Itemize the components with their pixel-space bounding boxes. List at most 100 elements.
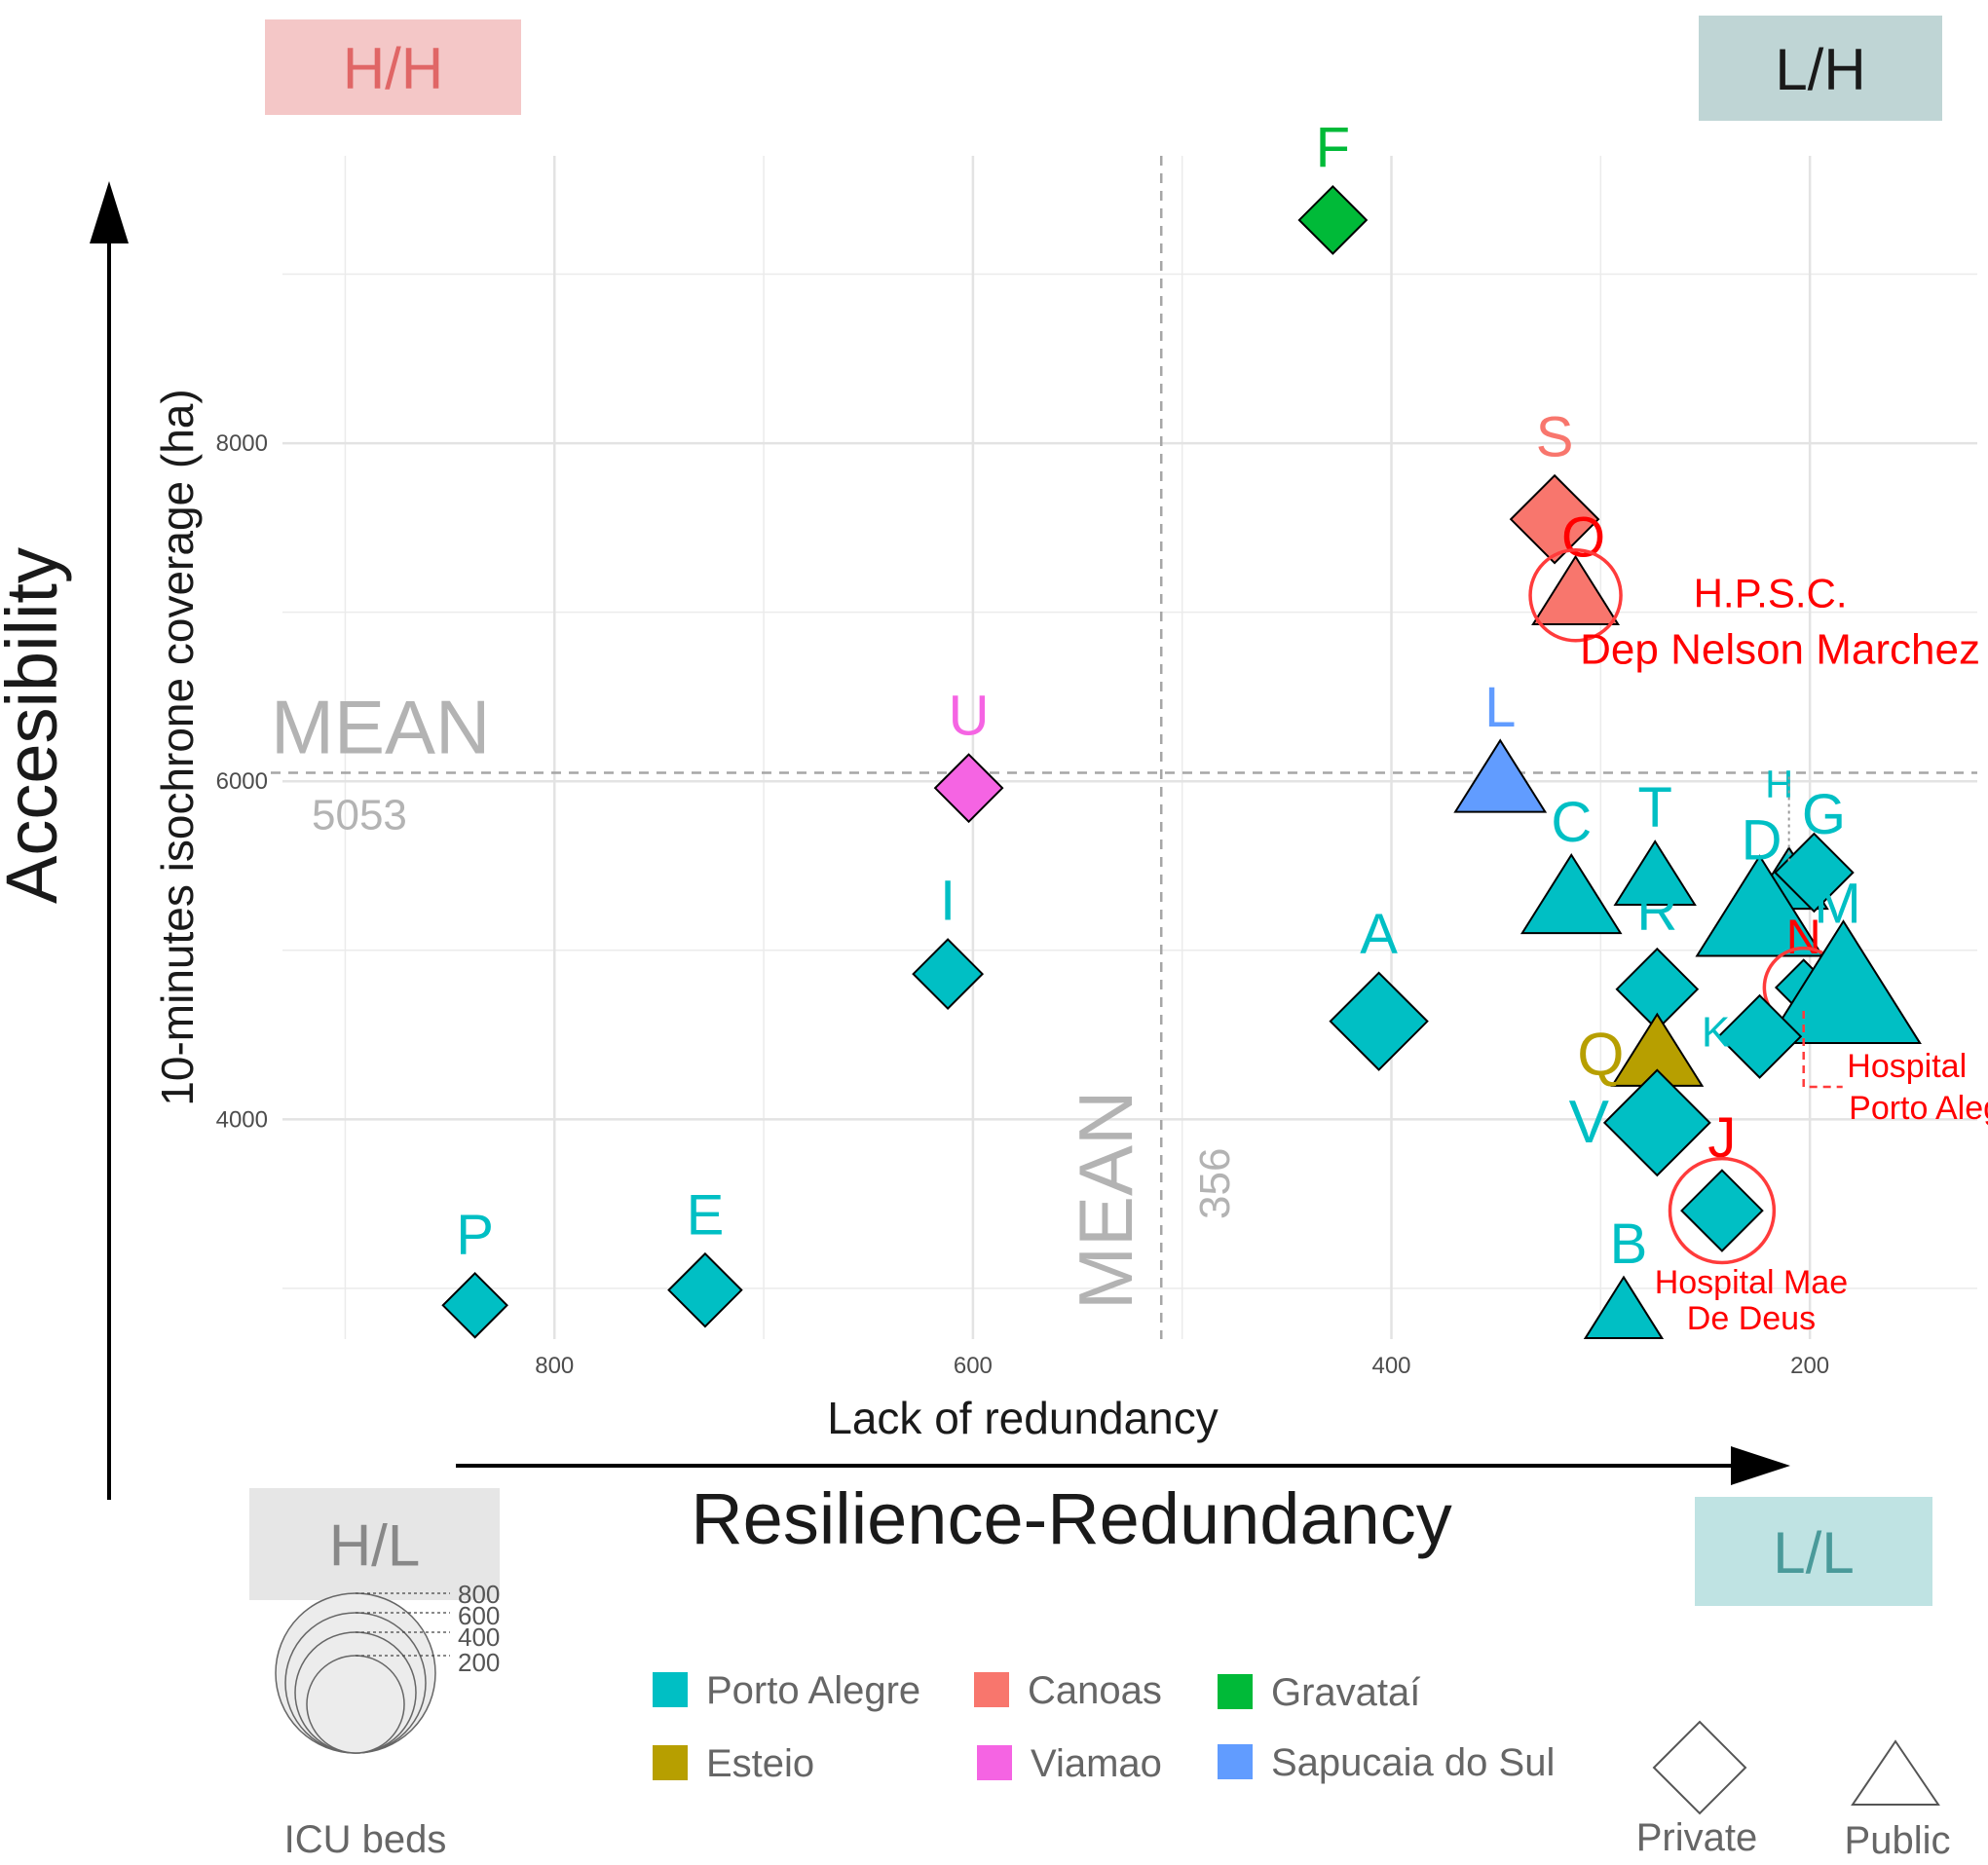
point-O-triangle xyxy=(1531,554,1621,626)
point-label-A: A xyxy=(1360,903,1398,966)
point-label-M: M xyxy=(1814,872,1860,935)
quadrant-label: H/L xyxy=(329,1513,420,1579)
legend-public-label: Public xyxy=(1845,1819,1951,1860)
legend-city-label: Canoas xyxy=(1028,1669,1162,1712)
highlight-ring-J xyxy=(1668,1156,1777,1265)
point-label-F: F xyxy=(1316,116,1350,179)
point-B-triangle xyxy=(1583,1275,1665,1340)
legend-swatch-5 xyxy=(1218,1744,1253,1779)
legend-city-label: Sapucaia do Sul xyxy=(1271,1741,1555,1784)
quadrant-box xyxy=(265,19,521,115)
legend-city-label: Porto Alegre xyxy=(706,1669,920,1712)
point-L-triangle xyxy=(1453,738,1548,813)
x-tick-label: 800 xyxy=(535,1353,574,1379)
legend-swatch-1 xyxy=(974,1672,1009,1707)
x-tick-label: 400 xyxy=(1371,1353,1410,1379)
point-T-triangle xyxy=(1613,839,1697,907)
annotation-porto-alegre: Porto Alegre xyxy=(1849,1090,1988,1127)
point-P-diamond xyxy=(441,1271,508,1339)
point-label-K: K xyxy=(1702,1008,1730,1056)
point-label-Q: Q xyxy=(1577,1021,1624,1088)
point-label-G: G xyxy=(1802,783,1846,846)
point-J-diamond xyxy=(1680,1169,1764,1252)
point-K-diamond xyxy=(1717,993,1803,1079)
point-label-N: N xyxy=(1786,910,1821,964)
legend-triangle-icon xyxy=(1851,1739,1940,1806)
point-A-diamond xyxy=(1329,971,1429,1071)
point-label-V: V xyxy=(1569,1089,1610,1156)
legend-swatch-2 xyxy=(1218,1674,1253,1709)
legend-city-label: Esteio xyxy=(706,1742,814,1785)
point-label-L: L xyxy=(1484,676,1516,739)
y-tick-label: 4000 xyxy=(216,1106,268,1133)
point-U-diamond xyxy=(933,753,1004,824)
y-arrow-head xyxy=(90,181,129,243)
annotation-hospital: Hospital xyxy=(1847,1048,1967,1085)
x-tick-label: 600 xyxy=(954,1353,993,1379)
annotation-dep-nelson: Dep Nelson Marchez xyxy=(1580,625,1980,673)
point-label-R: R xyxy=(1636,878,1677,942)
x-axis-title: Lack of redundancy xyxy=(827,1393,1219,1443)
point-label-T: T xyxy=(1637,776,1671,839)
quadrant-box xyxy=(1699,16,1942,121)
legend-diamond-icon xyxy=(1652,1720,1747,1815)
size-legend-value: 600 xyxy=(458,1601,500,1630)
size-legend-value: 400 xyxy=(458,1623,500,1652)
quadrant-label: H/H xyxy=(343,36,443,101)
outer-y-label: Accesibility xyxy=(0,547,72,904)
point-label-C: C xyxy=(1551,791,1592,854)
point-I-diamond xyxy=(912,938,985,1011)
point-label-I: I xyxy=(940,870,956,933)
mean-x-value: 356 xyxy=(1191,1148,1239,1219)
mean-x-label: MEAN xyxy=(1063,1091,1148,1310)
size-legend-circle xyxy=(306,1655,405,1754)
quadrant-box xyxy=(1695,1497,1932,1606)
annotation-leader-n xyxy=(1802,1010,1843,1089)
quadrant-label: L/H xyxy=(1775,37,1865,102)
annotations: H.P.S.C. Dep Nelson MarchezHospitalPorto … xyxy=(1580,570,1988,1337)
size-legend-value: 200 xyxy=(458,1648,500,1677)
mean-y-label: MEAN xyxy=(271,685,490,770)
y-axis-title: 10-minutes isochrone coverage (ha) xyxy=(152,389,203,1105)
legend-swatch-3 xyxy=(653,1745,688,1780)
point-M-triangle xyxy=(1765,919,1922,1045)
legend-swatch-4 xyxy=(977,1745,1012,1780)
point-D-triangle xyxy=(1695,854,1824,957)
annotation-de-deus: De Deus xyxy=(1687,1300,1816,1337)
outer-x-label: Resilience-Redundancy xyxy=(691,1478,1452,1559)
quadrant-box xyxy=(249,1488,500,1600)
quadrant-labels: H/H L/H H/L L/L xyxy=(249,16,1942,1606)
point-C-triangle xyxy=(1520,852,1623,935)
y-tick-label: 6000 xyxy=(216,768,268,795)
x-arrow-head xyxy=(1731,1446,1790,1485)
annotation-hospital-mae: Hospital Mae xyxy=(1655,1264,1848,1301)
highlight-ring-O xyxy=(1528,548,1623,643)
point-label-U: U xyxy=(949,685,990,748)
y-tick-label: 8000 xyxy=(216,430,268,457)
annotation-hpsc: H.P.S.C. xyxy=(1694,570,1848,615)
x-tick-label: 200 xyxy=(1790,1353,1829,1379)
point-label-E: E xyxy=(687,1183,725,1247)
quadrant-label: L/L xyxy=(1773,1520,1854,1585)
legend-city-label: Gravataí xyxy=(1271,1671,1420,1714)
point-label-S: S xyxy=(1536,405,1574,468)
point-label-D: D xyxy=(1742,809,1782,873)
point-label-O: O xyxy=(1561,505,1605,569)
point-label-B: B xyxy=(1610,1212,1648,1276)
legend-city-label: Viamao xyxy=(1031,1742,1162,1785)
mean-y-value: 5053 xyxy=(312,792,407,839)
legend-swatch-0 xyxy=(653,1672,688,1707)
legend-private-label: Private xyxy=(1636,1816,1758,1859)
size-legend-value: 800 xyxy=(458,1580,500,1609)
point-E-diamond xyxy=(667,1251,743,1328)
point-S-diamond xyxy=(1509,473,1600,565)
point-V-diamond xyxy=(1602,1068,1711,1177)
point-F-diamond xyxy=(1297,185,1369,255)
size-legend-title: ICU beds xyxy=(284,1818,447,1860)
